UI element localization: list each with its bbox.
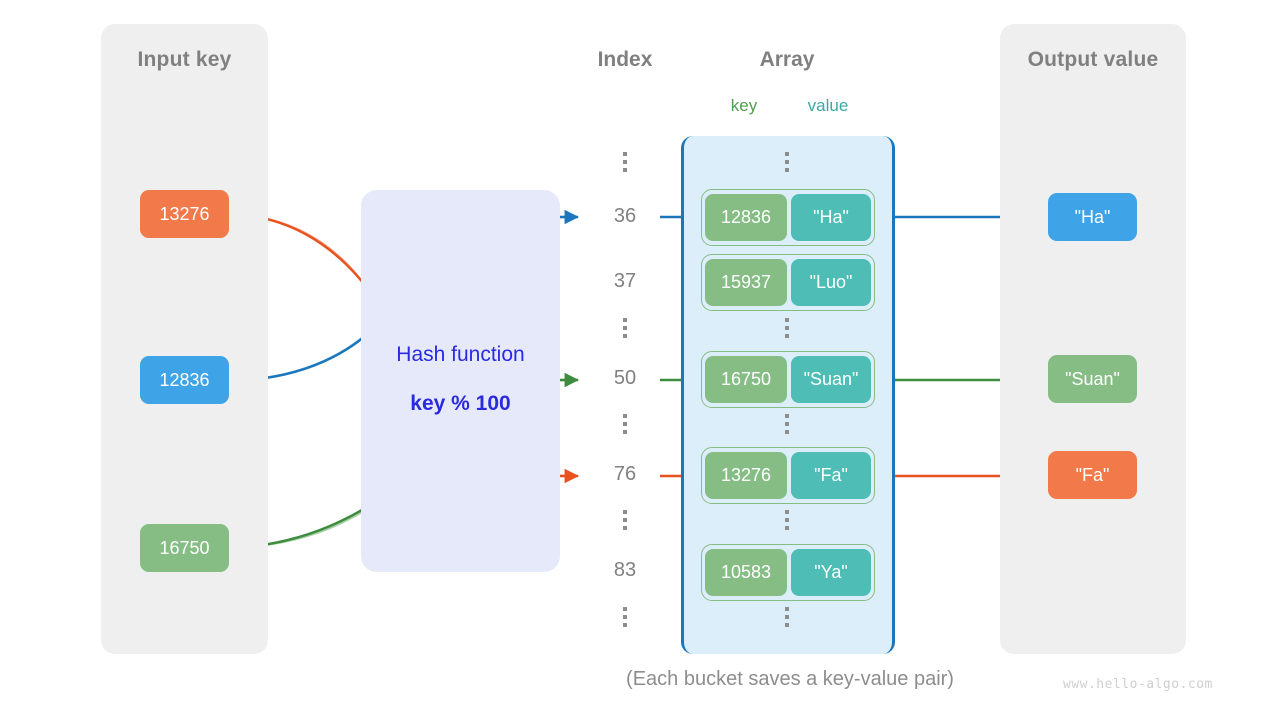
bucket-row[interactable]: 16750 "Suan" — [701, 351, 875, 408]
bucket-value: "Fa" — [791, 452, 871, 499]
hash-function-box — [361, 190, 560, 572]
bucket-key: 16750 — [705, 356, 787, 403]
array-ellipsis-icon — [782, 318, 792, 338]
input-panel-title: Input key — [137, 48, 232, 71]
diagram-caption: (Each bucket saves a key-value pair) — [626, 668, 954, 690]
index-ellipsis-icon — [620, 510, 630, 530]
hash-function-label: Hash function — [396, 343, 525, 366]
index-column-title: Index — [597, 48, 653, 71]
bucket-key: 15937 — [705, 259, 787, 306]
bucket-value: "Luo" — [791, 259, 871, 306]
index-label-76: 76 — [613, 463, 637, 485]
bucket-row[interactable]: 13276 "Fa" — [701, 447, 875, 504]
bucket-key: 10583 — [705, 549, 787, 596]
bucket-key: 12836 — [705, 194, 787, 241]
output-value-fa[interactable]: "Fa" — [1048, 451, 1137, 499]
index-label-36: 36 — [613, 205, 637, 227]
bucket-value: "Ha" — [791, 194, 871, 241]
bucket-row[interactable]: 12836 "Ha" — [701, 189, 875, 246]
output-value-ha[interactable]: "Ha" — [1048, 193, 1137, 241]
array-column-title: Array — [759, 48, 815, 71]
index-ellipsis-icon — [620, 318, 630, 338]
output-value-suan[interactable]: "Suan" — [1048, 355, 1137, 403]
output-panel-title: Output value — [1027, 48, 1159, 71]
watermark: www.hello-algo.com — [1063, 677, 1213, 692]
bucket-value: "Suan" — [791, 356, 871, 403]
array-ellipsis-icon — [782, 152, 792, 172]
bucket-key: 13276 — [705, 452, 787, 499]
bucket-value: "Ya" — [791, 549, 871, 596]
index-ellipsis-icon — [620, 607, 630, 627]
index-ellipsis-icon — [620, 152, 630, 172]
input-key-13276[interactable]: 13276 — [140, 190, 229, 238]
index-ellipsis-icon — [620, 414, 630, 434]
array-key-header: key — [730, 96, 758, 115]
index-label-50: 50 — [613, 367, 637, 389]
array-ellipsis-icon — [782, 414, 792, 434]
index-label-37: 37 — [613, 270, 637, 292]
bucket-row[interactable]: 15937 "Luo" — [701, 254, 875, 311]
hash-function-formula: key % 100 — [410, 392, 511, 415]
input-key-12836[interactable]: 12836 — [140, 356, 229, 404]
output-value-panel — [1000, 24, 1186, 654]
bucket-row[interactable]: 10583 "Ya" — [701, 544, 875, 601]
input-key-16750[interactable]: 16750 — [140, 524, 229, 572]
array-ellipsis-icon — [782, 607, 792, 627]
array-value-header: value — [807, 96, 849, 115]
array-ellipsis-icon — [782, 510, 792, 530]
index-label-83: 83 — [613, 559, 637, 581]
